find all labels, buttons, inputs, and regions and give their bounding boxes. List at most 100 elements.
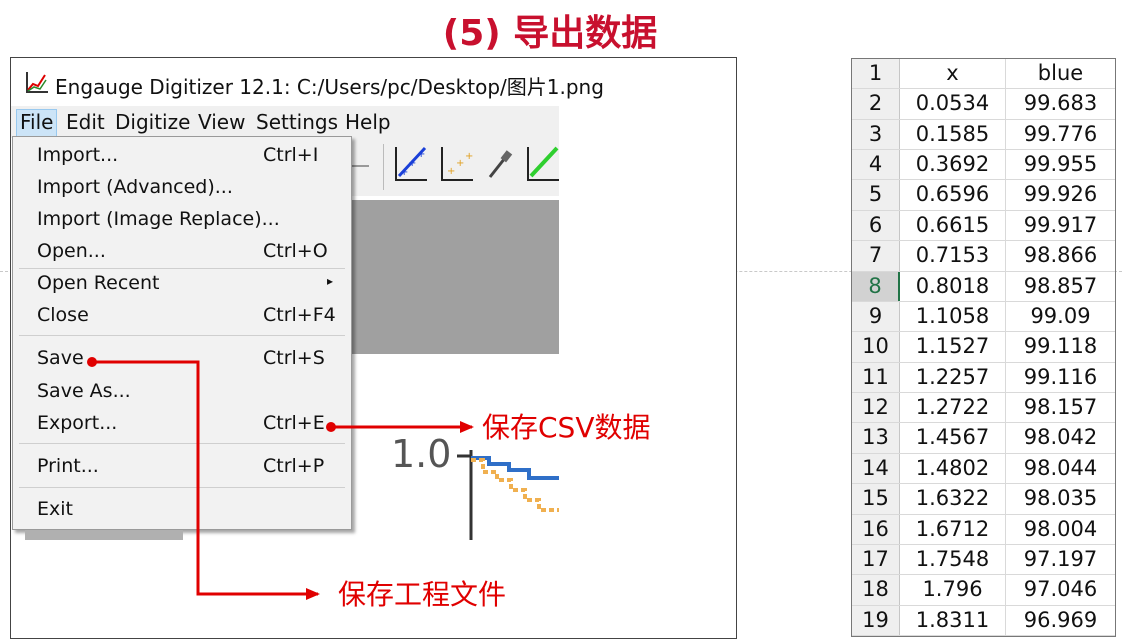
cell-blue[interactable]: 98.035: [1023, 486, 1098, 511]
cell-x[interactable]: 1.6322: [900, 484, 1006, 514]
cell-x[interactable]: 0.0534: [900, 89, 1006, 119]
row-number[interactable]: 2: [852, 89, 900, 119]
menu-save-as-label: Save As...: [37, 380, 131, 402]
cell-blue[interactable]: 99.09: [1030, 303, 1091, 328]
menu-edit[interactable]: Edit: [66, 110, 105, 134]
cell-blue[interactable]: 98.044: [1023, 455, 1098, 480]
cell-blue[interactable]: 96.969: [1023, 607, 1098, 632]
row-number[interactable]: 10: [852, 332, 900, 362]
menu-print-shortcut: Ctrl+P: [263, 455, 325, 477]
cell-x[interactable]: 1.7548: [900, 544, 1006, 575]
menu-close-shortcut: Ctrl+F4: [263, 304, 336, 326]
axis-points-tool-icon[interactable]: + + +: [393, 144, 429, 184]
cell-blue[interactable]: blue: [1037, 61, 1084, 85]
cell-blue[interactable]: 99.917: [1023, 212, 1098, 237]
toolbar-separator: [349, 165, 369, 167]
cell-x[interactable]: 1.4802: [900, 453, 1006, 484]
menu-help[interactable]: Help: [345, 110, 391, 134]
cell-blue[interactable]: 99.955: [1023, 152, 1098, 177]
cell-x[interactable]: 0.6596: [900, 180, 1006, 210]
menu-close-label: Close: [37, 304, 89, 326]
row-number[interactable]: 17: [852, 544, 900, 575]
cell-blue[interactable]: 98.857: [1023, 273, 1098, 298]
row-number[interactable]: 19: [852, 605, 900, 635]
row-number[interactable]: 7: [852, 241, 900, 271]
cell-blue[interactable]: 98.004: [1023, 516, 1098, 541]
cell-x[interactable]: 0.1585: [900, 119, 1006, 150]
menu-save-as[interactable]: Save As...: [13, 377, 351, 407]
menu-import-image-replace[interactable]: Import (Image Replace)...: [13, 205, 351, 235]
cell-blue[interactable]: 99.116: [1023, 364, 1098, 389]
menu-import-advanced[interactable]: Import (Advanced)...: [13, 173, 351, 203]
menu-print[interactable]: Print... Ctrl+P: [13, 452, 351, 482]
menu-exit[interactable]: Exit: [13, 495, 351, 525]
menu-separator: [19, 487, 345, 488]
row-number[interactable]: 13: [852, 423, 900, 453]
row-number[interactable]: 9: [852, 301, 900, 332]
menu-save-label: Save: [37, 347, 84, 369]
row-number[interactable]: 3: [852, 119, 900, 150]
menu-print-label: Print...: [37, 455, 99, 477]
cell-x[interactable]: 1.2722: [900, 393, 1006, 423]
cell-blue[interactable]: 97.046: [1023, 577, 1098, 602]
cell-x[interactable]: 1.6712: [900, 514, 1006, 544]
menu-export[interactable]: Export... Ctrl+E: [13, 409, 351, 439]
menu-save[interactable]: Save Ctrl+S: [13, 344, 351, 374]
menu-shadow: [25, 530, 183, 540]
row-number[interactable]: 18: [852, 575, 900, 605]
cell-x[interactable]: 1.4567: [900, 423, 1006, 453]
menu-view[interactable]: View: [198, 110, 246, 134]
save-arrow: [92, 360, 320, 600]
row-number[interactable]: 1: [852, 59, 900, 89]
cell-x[interactable]: 1.1527: [900, 332, 1006, 362]
cell-blue[interactable]: 97.197: [1023, 546, 1098, 571]
row-number[interactable]: 15: [852, 484, 900, 514]
cell-x[interactable]: 0.3692: [900, 150, 1006, 180]
cell-x[interactable]: 1.2257: [900, 362, 1006, 393]
toolbar: + + + + + +: [349, 138, 559, 196]
cell-blue[interactable]: 99.776: [1023, 121, 1098, 146]
row-number[interactable]: 16: [852, 514, 900, 544]
cell-blue[interactable]: 98.157: [1023, 395, 1098, 420]
row-number[interactable]: 14: [852, 453, 900, 484]
app-screenshot: Engauge Digitizer 12.1: C:/Users/pc/Desk…: [10, 57, 737, 639]
point-match-tool-icon[interactable]: + + +: [439, 144, 475, 184]
cell-x[interactable]: 1.1058: [900, 301, 1006, 332]
cell-x[interactable]: 0.8018: [900, 271, 1006, 301]
cell-x[interactable]: 1.796: [900, 575, 1006, 605]
menu-import-image-replace-label: Import (Image Replace)...: [37, 208, 280, 230]
cell-x[interactable]: 1.8311: [900, 605, 1006, 635]
eyedropper-icon[interactable]: [485, 146, 515, 182]
menu-save-shortcut: Ctrl+S: [263, 347, 325, 369]
cell-blue[interactable]: 99.118: [1023, 334, 1098, 359]
menu-open-recent[interactable]: Open Recent ▸: [13, 269, 351, 299]
cell-blue[interactable]: 98.866: [1023, 243, 1098, 268]
cell-x[interactable]: 0.6615: [900, 210, 1006, 241]
cell-blue[interactable]: 98.042: [1023, 425, 1098, 450]
curve-tool-icon[interactable]: [525, 144, 559, 184]
cell-blue[interactable]: 99.683: [1023, 91, 1098, 116]
svg-text:+: +: [408, 158, 416, 169]
svg-text:+: +: [456, 158, 464, 169]
row-number[interactable]: 11: [852, 362, 900, 393]
row-number[interactable]: 8: [852, 271, 900, 301]
cell-blue[interactable]: 99.926: [1023, 182, 1098, 207]
menu-bar: File Edit Digitize View Settings Help: [11, 106, 559, 138]
menu-separator: [19, 443, 345, 444]
menu-settings[interactable]: Settings: [256, 110, 339, 134]
menu-close[interactable]: Close Ctrl+F4: [13, 301, 351, 331]
row-number[interactable]: 4: [852, 150, 900, 180]
row-number[interactable]: 5: [852, 180, 900, 210]
export-annotation: 保存CSV数据: [482, 411, 651, 444]
cell-x[interactable]: x: [900, 59, 1006, 89]
submenu-arrow-icon: ▸: [327, 274, 334, 288]
row-number[interactable]: 6: [852, 210, 900, 241]
menu-digitize[interactable]: Digitize: [115, 110, 191, 134]
row-number[interactable]: 12: [852, 393, 900, 423]
menu-import[interactable]: Import... Ctrl+I: [13, 141, 351, 171]
menu-open-shortcut: Ctrl+O: [263, 240, 328, 262]
menu-open[interactable]: Open... Ctrl+O: [13, 237, 351, 267]
cell-x[interactable]: 0.7153: [900, 241, 1006, 271]
